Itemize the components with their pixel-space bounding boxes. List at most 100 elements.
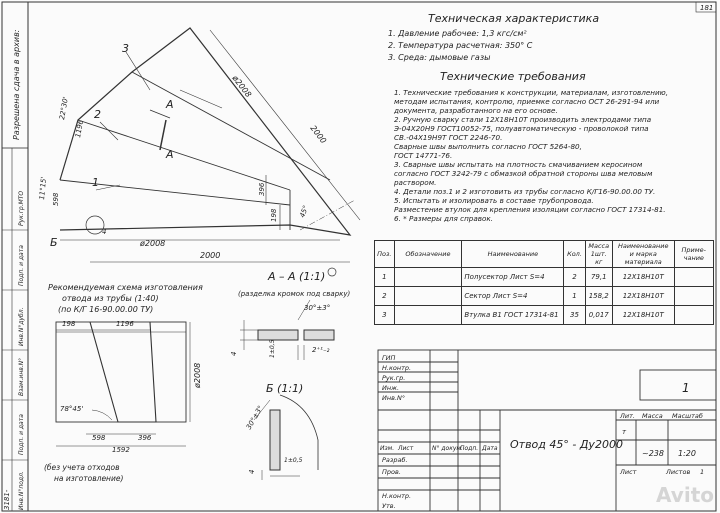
- scheme-title: Рекомендуемая схема изготовления отвода …: [48, 283, 203, 314]
- tb-prov: Пров.: [382, 468, 401, 476]
- tech-req-line: ГОСТ 14771-76.: [394, 151, 453, 160]
- tb-sheet-label: Лист: [619, 468, 637, 476]
- section-aa-s: 4: [230, 352, 238, 356]
- side-stamp-box: [1, 147, 29, 512]
- spec-table-row: 2 Сектор Лист S=4 1 158,2 12Х18Н10Т: [374, 286, 715, 306]
- side-code: 3181-: [3, 489, 11, 510]
- tech-req-line: 4. Детали поз.1 и 2 изготовить из трубы …: [394, 187, 656, 196]
- title-block: [377, 349, 717, 512]
- tb-mass-value: ~238: [642, 449, 664, 458]
- scheme-dim-2008: ø2008: [193, 363, 202, 389]
- section-aa-view: [240, 267, 337, 360]
- side-label: Подп. и дата: [18, 414, 25, 455]
- side-label: Инв.N°дубл.: [18, 307, 25, 346]
- position-label-1: 1: [92, 176, 99, 189]
- section-b-s: 4: [248, 470, 256, 474]
- tb-nkontr: Н.контр.: [382, 364, 411, 372]
- side-label: Инв.N°подл.: [18, 471, 25, 510]
- tb-sheets-label: Листов: [665, 468, 690, 476]
- tb-lit-value: т: [622, 428, 627, 436]
- scheme-angle: 78°45': [60, 405, 83, 413]
- side-label: Подп. и дата: [18, 245, 25, 286]
- tb-nkontr2: Н.контр.: [382, 492, 411, 500]
- tech-req-line: раствором.: [394, 178, 437, 187]
- tb-mass-label: Масса: [642, 412, 663, 420]
- section-aa-title: А – А (1:1): [267, 270, 325, 283]
- tech-char-item: 2. Температура расчетная: 350° С: [388, 41, 533, 50]
- tb-gip: ГИП: [382, 354, 395, 362]
- tb-drawing-name: Отвод 45° - Ду2000: [510, 438, 623, 451]
- dim-diameter-bottom: ø2008: [139, 239, 165, 248]
- spec-header-designation: Обозначение: [393, 240, 463, 268]
- spec-header-material: Наименование и марка материала: [611, 240, 675, 268]
- scheme-dim-1592: 1592: [112, 446, 130, 454]
- tech-req-line: 3. Сварные швы испытать на плотность сма…: [394, 160, 643, 169]
- tb-inv: Инв.N°: [382, 394, 405, 402]
- tb-inzh: Инж.: [382, 384, 399, 392]
- tb-scale-value: 1:20: [678, 449, 696, 458]
- section-mark-a-bottom: А: [165, 148, 174, 161]
- section-b-thick: 1±0,5: [284, 457, 303, 464]
- tb-utv: Утв.: [382, 502, 396, 510]
- spec-table-row: 1 Полусектор Лист S=4 2 79,1 12Х18Н10Т: [374, 267, 715, 287]
- tech-req-line: согласно ГОСТ 3242-79 с обмазкой обратно…: [394, 169, 653, 178]
- tb-sheets-value: 1: [700, 468, 704, 476]
- angle-11-15: 11°15': [38, 176, 48, 200]
- tb-razrab: Разраб.: [382, 456, 408, 464]
- tech-req-list: 1. Технические требования к конструкции,…: [394, 88, 704, 223]
- position-label-2: 2: [94, 108, 101, 121]
- tb-izm: Изм.: [380, 445, 394, 452]
- tb-sheet-number: 1: [682, 381, 690, 395]
- tb-ndokum: N° докум.: [432, 445, 463, 452]
- section-mark-a-top: А: [165, 98, 174, 111]
- dim-198: 198: [270, 208, 278, 222]
- tech-req-line: методам испытания, контролю, приемке сог…: [394, 97, 660, 106]
- tb-list: Лист: [397, 445, 414, 452]
- spec-header-pos: Поз.: [374, 240, 395, 268]
- tech-req-line: 6. * Размеры для справок.: [394, 214, 493, 223]
- tech-req-line: Разместение втулок для крепления изоляци…: [394, 205, 666, 214]
- dim-2000-slant: 2000: [308, 124, 328, 146]
- section-aa-angle: 30°±3°: [304, 304, 330, 312]
- side-label: Рук.гр.МТО: [18, 190, 25, 226]
- scheme-dim-396: 396: [138, 434, 152, 442]
- spec-header-mass: Масса 1шт. кг: [584, 240, 613, 268]
- sheet-corner-number: 181: [700, 4, 713, 12]
- tech-req-line: документа, разработанного на его основе.: [394, 106, 558, 115]
- spec-table-row: 3 Втулка В1 ГОСТ 17314-81 35 0,017 12Х18…: [374, 305, 715, 325]
- position-label-3: 3: [122, 42, 129, 55]
- spec-header-qty: Кол.: [563, 240, 586, 268]
- section-aa-note: (разделка кромок под сварку): [238, 290, 351, 298]
- tb-data: Дата: [481, 445, 498, 452]
- tb-scale-label: Масштаб: [672, 412, 703, 420]
- main-bend-view: [59, 27, 361, 263]
- dim-2000-bottom: 2000: [200, 251, 220, 260]
- section-b-angle: 30°±3°: [245, 404, 265, 431]
- tech-req-line: 2. Ручную сварку стали 12Х18Н10Т произво…: [394, 115, 652, 124]
- tech-char-item: 3. Среда: дымовые газы: [388, 53, 491, 62]
- tech-req-line: 1. Технические требования к конструкции,…: [394, 88, 668, 97]
- cutting-scheme-view: [55, 321, 191, 447]
- angle-22-30: 22°30': [58, 96, 70, 120]
- scheme-dim-1196: 1196: [116, 320, 134, 328]
- tb-podp: Подп.: [460, 445, 478, 452]
- scheme-footnote: (без учета отходов на изготовление): [44, 463, 124, 483]
- tech-char-title: Техническая характеристика: [428, 12, 600, 25]
- dim-598: 598: [52, 192, 60, 206]
- dim-396: 396: [258, 182, 266, 196]
- dim-1196: 1196: [74, 119, 85, 138]
- dim-4-main: 4: [102, 228, 106, 236]
- section-aa-gap: 2⁺¹₋₂: [312, 346, 330, 354]
- tb-rukgr: Рук.гр.: [382, 374, 405, 382]
- spec-header-note: Приме- чание: [673, 240, 715, 268]
- tech-req-line: 5. Испытать и изолировать в составе труб…: [394, 196, 594, 205]
- callout-b-label: Б: [50, 236, 58, 249]
- scheme-dim-598: 598: [92, 434, 106, 442]
- spec-table: Поз. Обозначение Наименование Кол. Масса…: [374, 240, 715, 325]
- section-b-title: Б (1:1): [266, 382, 303, 395]
- watermark: Avito: [656, 483, 714, 507]
- tech-req-title: Технические требования: [440, 70, 586, 83]
- section-b-view: [253, 394, 319, 480]
